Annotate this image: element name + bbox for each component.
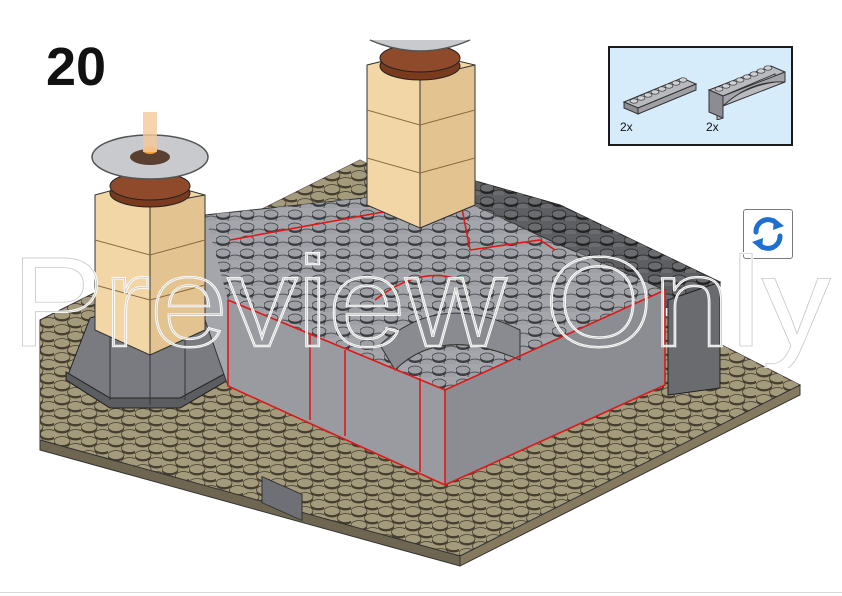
step-number: 20 [46,37,107,97]
gray-wall-assembly [204,189,666,522]
rotate-view-button[interactable] [743,209,793,259]
parts-callout: 2x 2x [608,46,793,146]
part-arch-1x8-icon [707,65,786,120]
watermark-text: Preview Only [11,231,831,368]
part-quantity: 2x [706,120,719,134]
part-plate-1x8-icon [622,77,698,115]
left-tower [91,112,209,356]
part-quantity: 2x [620,120,633,134]
rotate-view-icon [752,217,784,251]
watermark-outline: Preview Only [11,231,831,368]
page-bottom-rule [0,592,842,593]
preview-watermark: Preview Only Preview Only [10,230,833,368]
right-tower [366,39,476,229]
